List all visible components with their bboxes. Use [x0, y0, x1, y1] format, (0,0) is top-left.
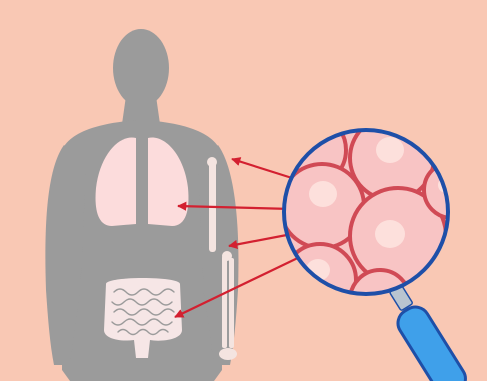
- body-cells-diagram: [0, 0, 487, 381]
- illustration: [0, 0, 487, 381]
